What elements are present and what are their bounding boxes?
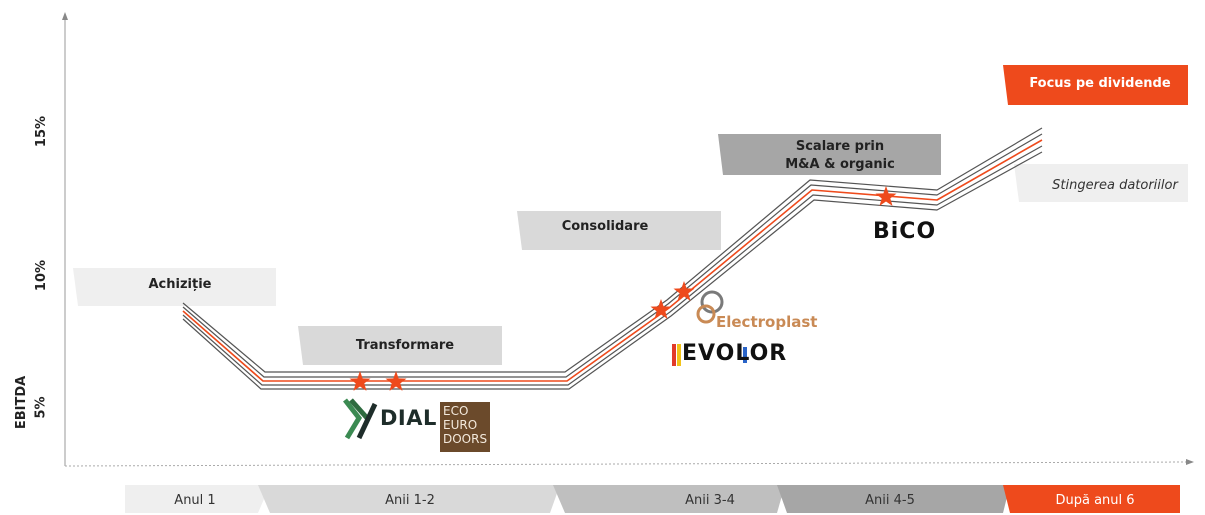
timeline-label-5: După anul 6 [1055,493,1135,508]
stage-box-consolidare [517,211,721,250]
milestone-star-1 [349,371,371,391]
dial-logo-text: DIAL [380,406,437,430]
stage-box-achizitie [73,268,276,306]
path-line-outer-top [182,127,1043,373]
electroplast-logo-text: Electroplast [716,313,818,331]
stage-box-scalare [718,134,941,175]
y-tick-10: 10% [34,259,50,292]
stage-label-scalare: Scalare prin M&A & organic [785,139,895,172]
timeline-label-4: Anii 4-5 [865,493,915,508]
timeline-label-2: Anii 1-2 [385,493,435,508]
y-tick-15: 15% [34,115,50,148]
timeline-seg-3 [553,485,785,513]
x-axis [64,461,1189,467]
ebitda-path [182,127,1043,390]
y-axis-title: EBITDA [14,375,30,430]
milestone-stars [349,186,897,391]
x-axis-arrow [1186,459,1194,465]
timeline-seg-4 [777,485,1010,513]
timeline-seg-2 [258,485,560,513]
stage-label-stingerea: Stingerea datoriilor [1052,178,1178,193]
path-line-inner-top [182,133,1043,378]
milestone-star-3 [650,299,672,319]
path-line-outer-bottom [182,151,1043,390]
y-axis-arrow [62,12,68,20]
timeline-label-1: Anul 1 [174,493,216,508]
milestone-star-4 [673,281,695,301]
bico-logo-text: BiCO [873,219,937,244]
dial-logo-mark [343,398,378,440]
stage-label-transformare: Transformare [355,338,455,353]
stage-box-transformare [298,326,502,365]
milestone-star-5 [875,186,897,206]
stage-box-focus [1003,65,1188,105]
y-tick-5: 5% [33,396,49,419]
ecoeurodoors-logo: ECO EURO DOORS [440,402,490,452]
electroplast-logo-mark [696,290,724,324]
stage-label-focus: Focus pe dividende [1029,76,1171,91]
evolor-logo-text: EVOLOR [682,341,788,366]
path-line-inner-bottom [182,145,1043,386]
milestone-star-2 [385,371,407,391]
timeline-seg-1 [125,485,270,513]
stage-label-achizitie: Achiziție [148,277,212,292]
evolor-logo-accents [672,344,747,366]
timeline-seg-5 [1003,485,1180,513]
timeline-label-3: Anii 3-4 [685,493,735,508]
stage-box-stingerea [1014,164,1188,202]
stage-label-consolidare: Consolidare [561,219,649,234]
